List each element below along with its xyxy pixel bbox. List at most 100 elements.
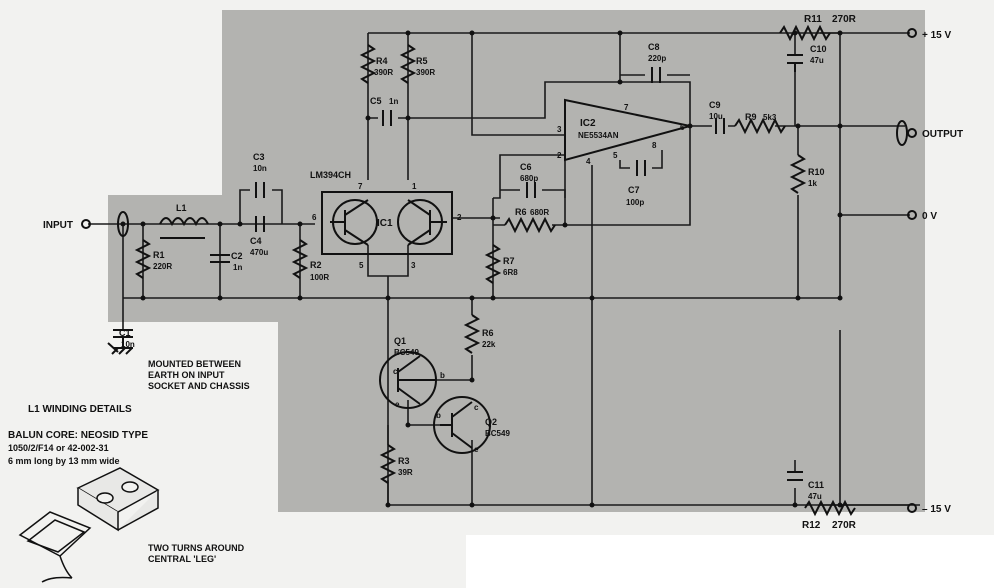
r3-val: 39R [398, 468, 413, 477]
output-label: OUTPUT [922, 129, 963, 140]
c3-ref: C3 [253, 152, 265, 162]
c8-capacitor [651, 67, 661, 83]
components [81, 24, 917, 517]
r6-val: 680R [530, 208, 549, 217]
q2-pin-c: c [474, 403, 479, 412]
r2-val: 100R [310, 273, 329, 282]
c1-capacitor [107, 329, 133, 355]
c9-capacitor [715, 118, 725, 134]
c10-capacitor [787, 54, 803, 72]
c8-ref: C8 [648, 42, 660, 52]
r12-resistor [804, 499, 856, 517]
c7-val: 100p [626, 198, 644, 207]
plus15-label: + 15 V [922, 30, 952, 41]
q2-pin-b: b [436, 411, 441, 420]
ic2-pin-6: 6 [680, 123, 685, 132]
c4-ref: C4 [250, 236, 262, 246]
c1-note-line-3: SOCKET AND CHASSIS [148, 381, 250, 391]
balun-line-1: BALUN CORE: NEOSID TYPE [8, 430, 148, 441]
ic1-pin-3: 3 [411, 261, 416, 270]
r7-resistor [484, 244, 502, 284]
c1-ref: C1 [119, 328, 131, 338]
blank-area [466, 535, 994, 588]
schematic-panel [108, 10, 925, 512]
r4-val: 390R [374, 68, 393, 77]
zero-terminal [907, 210, 917, 220]
q1-pin-c: c [393, 367, 398, 376]
q2-pin-e: e [474, 445, 479, 454]
r12-val: 270R [832, 520, 857, 531]
ic2-pin-2: 2 [557, 151, 562, 160]
c11-val: 47u [808, 492, 822, 501]
ic2-opamp [564, 98, 691, 162]
c2-val: 1n [233, 263, 242, 272]
c4-capacitor [255, 216, 265, 232]
r10-ref: R10 [808, 167, 825, 177]
balun-line-3: 6 mm long by 13 mm wide [8, 456, 120, 466]
r5-val: 390R [416, 68, 435, 77]
input-label: INPUT [43, 220, 73, 231]
minus15-terminal [907, 503, 917, 513]
c7-ref: C7 [628, 185, 640, 195]
r11-ref: R11 [804, 14, 822, 25]
c3-capacitor [255, 182, 265, 198]
input-ferrite [117, 211, 129, 237]
c1-val: 10n [121, 340, 135, 349]
r9-resistor [734, 117, 786, 135]
r3-resistor [379, 444, 397, 484]
ic2-pin-3: 3 [557, 125, 562, 134]
q2-transistor [433, 396, 491, 454]
q1-val: BC549 [394, 348, 419, 357]
ic2-pin-8: 8 [652, 141, 657, 150]
c10-ref: C10 [810, 44, 827, 54]
r5-ref: R5 [416, 56, 428, 66]
c11-ref: C11 [808, 480, 824, 490]
labels: INPUT + 15 V OUTPUT 0 V – 15 V C3 10n L1… [8, 14, 963, 564]
r6-feedback-resistor [504, 216, 556, 234]
l1-ref: L1 [176, 203, 187, 213]
r7-val: 6R8 [503, 268, 518, 277]
r6b-ref: R6 [482, 328, 494, 338]
r10-val: 1k [808, 179, 817, 188]
c7-capacitor [636, 160, 646, 176]
r10-resistor [789, 154, 807, 194]
ic1-pin-7: 7 [358, 182, 363, 191]
c6-ref: C6 [520, 162, 532, 172]
l1-inductor [159, 217, 209, 227]
c8-val: 220p [648, 54, 666, 63]
ic2-val: NE5534AN [578, 131, 619, 140]
c1-note-line-2: EARTH ON INPUT [148, 370, 225, 380]
r5-resistor [399, 44, 417, 84]
r1-val: 220R [153, 262, 172, 271]
ic1-package [321, 191, 453, 255]
c10-val: 47u [810, 56, 824, 65]
c11-capacitor [787, 471, 803, 481]
ic1-pin-2: 2 [457, 213, 462, 222]
c5-capacitor [382, 110, 392, 126]
c3-val: 10n [253, 164, 267, 173]
r6b-val: 22k [482, 340, 496, 349]
r2-resistor [291, 239, 309, 279]
r1-resistor [134, 239, 152, 279]
wiring [88, 32, 920, 506]
r11-val: 270R [832, 14, 857, 25]
ic1-pin-1: 1 [412, 182, 417, 191]
output-terminal [907, 128, 917, 138]
c2-ref: C2 [231, 251, 243, 261]
r6b-resistor [463, 314, 481, 354]
c4-val: 470u [250, 248, 268, 257]
q2-val: BC549 [485, 429, 510, 438]
ic2-pin-7: 7 [624, 103, 629, 112]
ic1-pin-6: 6 [312, 213, 317, 222]
ic2-pin-4: 4 [586, 157, 591, 166]
turns-line-2: CENTRAL 'LEG' [148, 554, 216, 564]
r12-ref: R12 [802, 520, 821, 531]
q1-ref: Q1 [394, 336, 406, 346]
plus15-terminal [907, 28, 917, 38]
r4-ref: R4 [376, 56, 388, 66]
ic2-pin-5: 5 [613, 151, 618, 160]
c2-capacitor [210, 254, 230, 263]
l1-winding-title: L1 WINDING DETAILS [28, 404, 132, 415]
